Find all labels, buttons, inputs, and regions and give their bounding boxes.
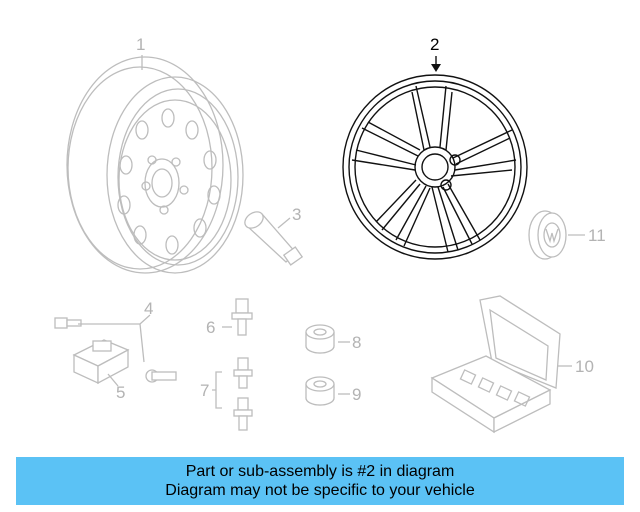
callout-2: 2 (430, 35, 439, 54)
tpms-screw (54, 317, 82, 329)
lock-nut-part[interactable] (305, 324, 335, 354)
callout-6: 6 (206, 318, 215, 337)
center-cap-part[interactable] (528, 210, 567, 260)
callout-5: 5 (116, 383, 125, 402)
callout-9: 9 (352, 385, 361, 404)
callout-3: 3 (292, 205, 301, 224)
tpms-sensor-part[interactable] (72, 339, 130, 385)
lock-kit-case-part[interactable] (430, 295, 561, 434)
info-banner: Part or sub-assembly is #2 in diagram Di… (16, 457, 624, 505)
callout-7: 7 (200, 381, 209, 400)
lug-bolt-part[interactable] (231, 298, 253, 336)
alloy-wheel-part[interactable] (342, 74, 528, 260)
bolt-pair-part[interactable] (233, 357, 253, 431)
tpms-valve (145, 369, 177, 383)
parts-diagram: 1 2 3 (54, 35, 606, 434)
banner-line-1: Part or sub-assembly is #2 in diagram (185, 463, 455, 480)
valve-stem-part[interactable] (242, 209, 304, 266)
callout-4: 4 (144, 299, 153, 318)
banner-line-2: Diagram may not be specific to your vehi… (165, 482, 475, 499)
tpms-kit-part[interactable] (54, 317, 177, 385)
callout-10: 10 (575, 357, 594, 376)
steel-wheel-part[interactable] (66, 56, 244, 274)
callout-8: 8 (352, 333, 361, 352)
lock-nut-alt-part[interactable] (305, 376, 335, 406)
callout-1: 1 (136, 35, 145, 54)
callout-11: 11 (588, 226, 606, 245)
